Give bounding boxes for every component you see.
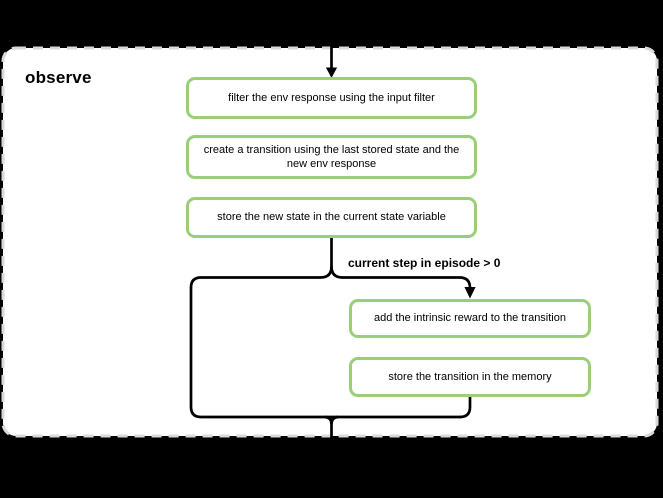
down-arrowhead-icon	[464, 287, 476, 299]
node-label: store the new state in the current state…	[217, 211, 446, 224]
node-store-transition: store the transition in the memory	[349, 357, 591, 397]
node-create-transition: create a transition using the last store…	[186, 135, 477, 179]
node-label: add the intrinsic reward to the transiti…	[374, 312, 566, 325]
bypass-connector	[189, 238, 462, 419]
store-transition-out-connector	[459, 396, 472, 419]
node-label: filter the env response using the input …	[228, 91, 435, 104]
condition-branch-connector	[330, 266, 472, 289]
panel-border	[1, 46, 659, 438]
condition-label: current step in episode > 0	[348, 256, 501, 270]
diagram-title: observe	[25, 68, 92, 87]
node-label: create a transition using the last store…	[203, 143, 460, 171]
node-filter-env-response: filter the env response using the input …	[186, 77, 477, 119]
node-store-new-state: store the new state in the current state…	[186, 197, 477, 238]
down-arrowhead-icon	[325, 67, 338, 78]
node-label: store the transition in the memory	[388, 370, 552, 383]
merge-flare-right	[330, 415, 339, 425]
node-add-intrinsic-reward: add the intrinsic reward to the transiti…	[349, 299, 591, 338]
